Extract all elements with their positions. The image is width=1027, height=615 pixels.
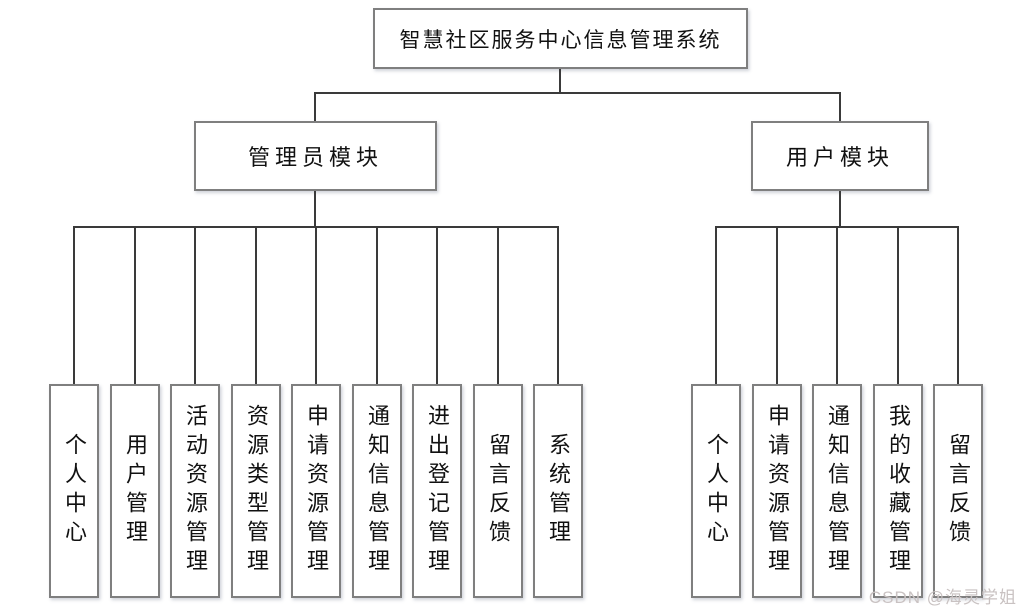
connector-line bbox=[194, 227, 196, 384]
connector-line bbox=[839, 191, 841, 227]
connector-line bbox=[839, 93, 841, 121]
connector-line bbox=[497, 227, 499, 384]
connector-line bbox=[376, 227, 378, 384]
connector-line bbox=[255, 227, 257, 384]
connector-line bbox=[897, 227, 899, 384]
connector-line bbox=[314, 92, 841, 94]
root-node: 智慧社区服务中心信息管理系统 bbox=[373, 8, 748, 69]
leaf-node: 系统管理 bbox=[533, 384, 583, 598]
connector-line bbox=[314, 93, 316, 121]
leaf-node: 用户管理 bbox=[110, 384, 160, 598]
connector-line bbox=[557, 227, 559, 384]
admin-module-node: 管理员模块 bbox=[194, 121, 437, 191]
connector-line bbox=[315, 227, 317, 384]
user-module-node: 用户模块 bbox=[751, 121, 929, 191]
connector-line bbox=[134, 227, 136, 384]
leaf-node: 活动资源管理 bbox=[170, 384, 220, 598]
connector-line bbox=[836, 227, 838, 384]
leaf-node: 申请资源管理 bbox=[752, 384, 802, 598]
connector-line bbox=[314, 191, 316, 227]
leaf-node: 通知信息管理 bbox=[352, 384, 402, 598]
leaf-node: 留言反馈 bbox=[473, 384, 523, 598]
leaf-node: 申请资源管理 bbox=[291, 384, 341, 598]
connector-line bbox=[776, 227, 778, 384]
connector-line bbox=[73, 227, 75, 384]
leaf-node: 进出登记管理 bbox=[412, 384, 462, 598]
connector-line bbox=[559, 69, 561, 93]
leaf-node: 我的收藏管理 bbox=[873, 384, 923, 598]
leaf-node: 个人中心 bbox=[691, 384, 741, 598]
leaf-node: 个人中心 bbox=[49, 384, 99, 598]
connector-line bbox=[436, 227, 438, 384]
leaf-node: 通知信息管理 bbox=[812, 384, 862, 598]
connector-line bbox=[715, 227, 717, 384]
connector-line bbox=[957, 227, 959, 384]
leaf-node: 留言反馈 bbox=[933, 384, 983, 598]
watermark: CSDN @海灵学姐 bbox=[868, 588, 1017, 607]
leaf-node: 资源类型管理 bbox=[231, 384, 281, 598]
